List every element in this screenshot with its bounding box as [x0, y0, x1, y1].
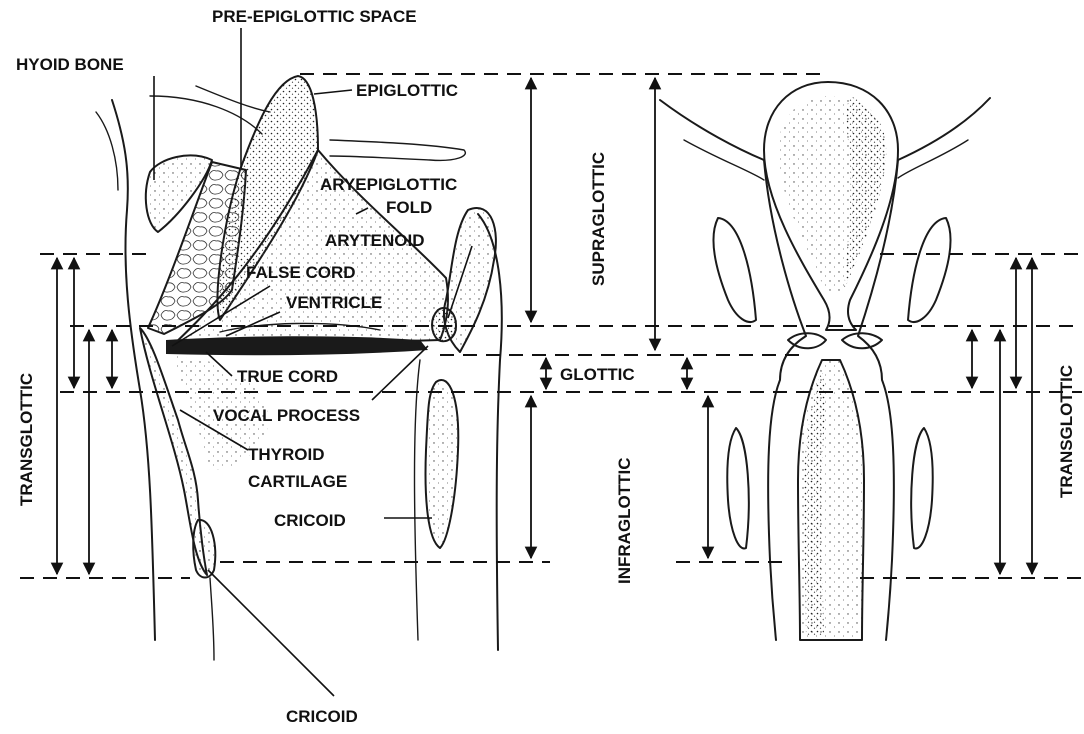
cricoid-posterior-shape: [426, 380, 459, 548]
label-epiglottic: EPIGLOTTIC: [356, 81, 458, 100]
coronal-right-pharyngeal-line: [898, 98, 990, 160]
coronal-view: [660, 82, 990, 640]
label-glottic: GLOTTIC: [560, 365, 635, 384]
label-thyroid-1: THYROID: [248, 445, 325, 464]
label-cricoid-bottom: CRICOID: [286, 707, 358, 726]
label-aryepiglottic-1: ARYEPIGLOTTIC: [320, 175, 457, 194]
label-arytenoid: ARYTENOID: [325, 231, 425, 250]
label-hyoid-bone: HYOID BONE: [16, 55, 124, 74]
label-supraglottic: SUPRAGLOTTIC: [589, 152, 608, 286]
coronal-left-cricoid: [727, 428, 748, 548]
cricoid-anterior-shape: [193, 520, 215, 578]
coronal-ventricle-right: [842, 333, 882, 348]
coronal-right-pharyngeal-line-2: [898, 140, 968, 178]
label-ventricle: VENTRICLE: [286, 293, 382, 312]
coronal-right-cricoid: [911, 428, 932, 548]
label-cricoid-right: CRICOID: [274, 511, 346, 530]
coronal-left-pharyngeal-line-2: [684, 140, 764, 180]
label-thyroid-2: CARTILAGE: [248, 472, 347, 491]
label-false-cord: FALSE CORD: [246, 263, 356, 282]
label-vocal-process: VOCAL PROCESS: [213, 406, 360, 425]
trachea-posterior-outline: [415, 360, 421, 640]
tongue-base-outline: [150, 96, 262, 134]
anatomical-labels: PRE-EPIGLOTTIC SPACE HYOID BONE EPIGLOTT…: [16, 7, 458, 726]
trachea-anterior-outline: [210, 578, 214, 660]
coronal-right-false-cord: [908, 218, 951, 322]
posterior-pharynx-outline: [330, 140, 465, 160]
true-cord-band: [166, 336, 428, 355]
leader-vocal-process: [372, 346, 428, 400]
leader-epiglottic: [314, 90, 352, 94]
leader-cricoid-bottom: [208, 570, 334, 696]
arytenoid-nodule: [432, 308, 456, 341]
label-aryepiglottic-2: FOLD: [386, 198, 432, 217]
label-transglottic-left: TRANSGLOTTIC: [17, 373, 36, 506]
vallecula-outline: [196, 86, 270, 112]
anterior-neck-outline-inner: [96, 112, 118, 190]
label-pre-epiglottic-space: PRE-EPIGLOTTIC SPACE: [212, 7, 417, 26]
label-infraglottic: INFRAGLOTTIC: [615, 457, 634, 584]
coronal-left-false-cord: [713, 218, 756, 322]
label-transglottic-right: TRANSGLOTTIC: [1057, 365, 1076, 498]
label-true-cord: TRUE CORD: [237, 367, 338, 386]
coronal-left-pharyngeal-line: [660, 100, 764, 160]
